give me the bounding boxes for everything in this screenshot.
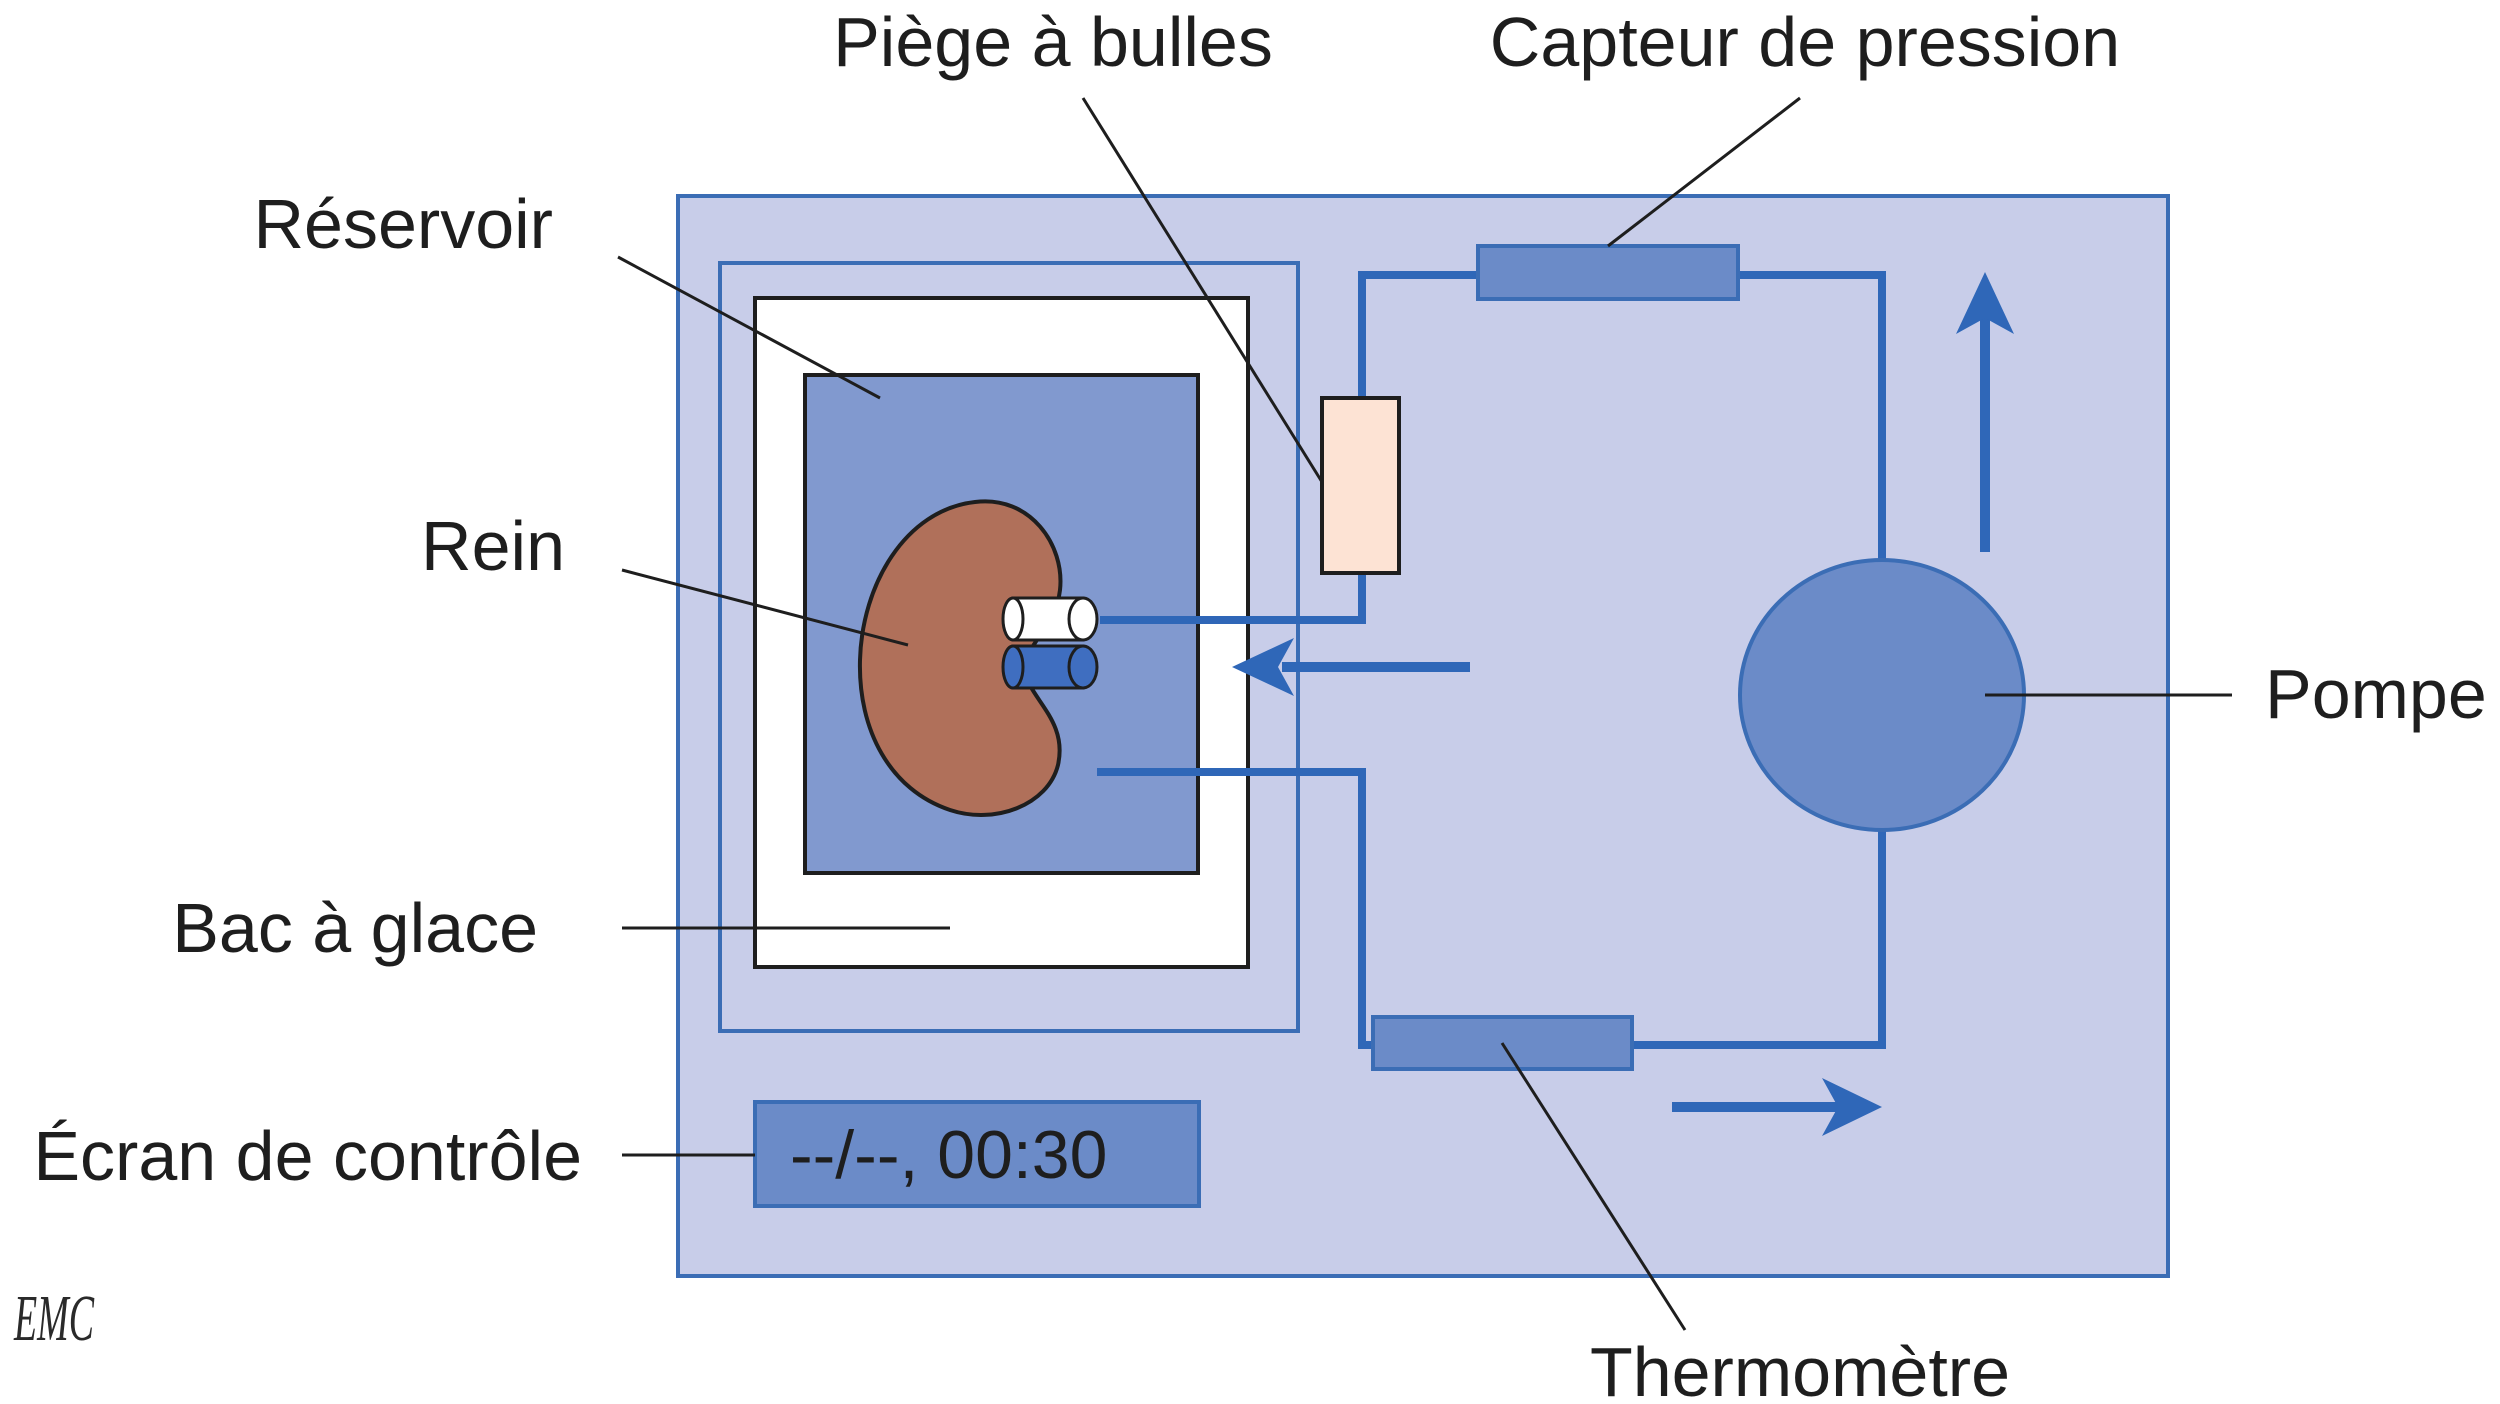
leader-thermometer — [1500, 1042, 1687, 1331]
leader-kidney — [621, 568, 909, 647]
ice-compartment-outline — [718, 261, 1300, 1033]
label-bubble-trap: Piège à bulles — [833, 3, 1273, 81]
leader-pressure-sensor — [1607, 96, 1801, 248]
control-screen-text: --/--, 00:30 — [790, 1117, 1107, 1193]
cannula-artery — [1001, 596, 1099, 642]
label-thermometer: Thermomètre — [1590, 1333, 2010, 1404]
outflow-tube — [1097, 768, 1886, 1049]
leader-reservoir — [617, 255, 881, 400]
label-pump: Pompe — [2265, 655, 2487, 733]
leader-lines — [617, 96, 2232, 1331]
flow-arrow-left — [1232, 638, 1470, 696]
tubing-circuit — [1097, 271, 1886, 1049]
flow-arrow-up — [1956, 272, 2014, 552]
flow-arrow-right — [1672, 1078, 1882, 1136]
label-ice-tray: Bac à glace — [172, 889, 538, 967]
leader-bubble-trap — [1081, 97, 1324, 483]
inflow-tube — [1100, 271, 1886, 624]
pressure-sensor — [1476, 244, 1740, 301]
cannula-vein — [1001, 644, 1099, 690]
label-kidney: Rein — [421, 507, 565, 585]
bubble-trap — [1320, 396, 1401, 575]
label-pressure-sensor: Capteur de pression — [1490, 3, 2120, 81]
label-reservoir: Réservoir — [253, 185, 553, 263]
emc-logo: EMC — [13, 1282, 94, 1355]
pump — [1738, 558, 2026, 832]
label-control-screen: Écran de contrôle — [33, 1117, 582, 1195]
